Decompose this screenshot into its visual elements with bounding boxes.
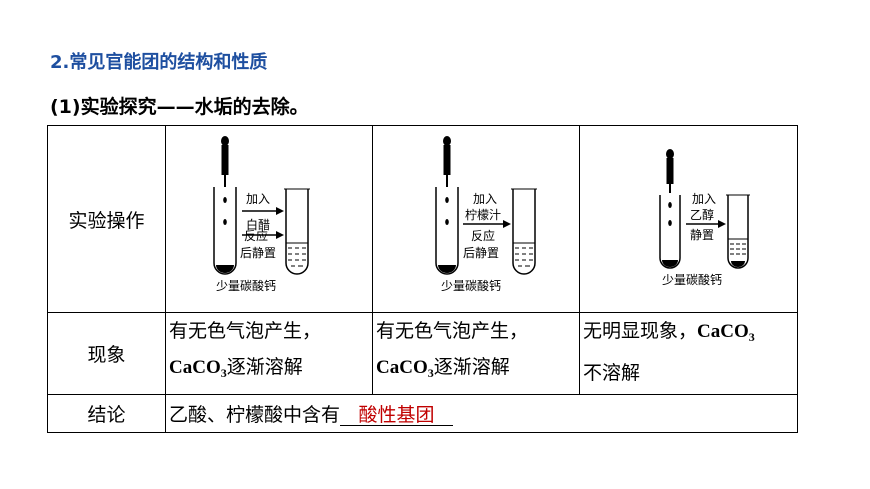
conclusion-row: 结论 乙酸、柠檬酸中含有酸性基团 xyxy=(47,394,798,433)
reagent-label-3b: 乙醇 xyxy=(690,207,714,222)
test-tube-diagram-2: 加入 柠檬汁 反应 后静置 少量碳酸钙 xyxy=(435,135,537,293)
experiment-1-diagram: 加入 白醋 反应 后静置 少量碳酸钙 xyxy=(165,125,373,313)
reagent-label-1b: 白醋 xyxy=(246,217,270,232)
phenomenon-3-line2: 不溶解 xyxy=(583,362,641,384)
phenomenon-3-line1: 无明显现象，CaCO3 xyxy=(583,320,755,344)
experiment-table: 实验操作 加入 白醋 反应 xyxy=(47,125,798,433)
phenomenon-1-line2: CaCO3逐渐溶解 xyxy=(169,356,303,380)
conclusion-cell: 乙酸、柠檬酸中含有酸性基团 xyxy=(165,394,798,433)
phenomenon-cell-3: 无明显现象，CaCO3 不溶解 xyxy=(579,312,798,395)
solid-label-3: 少量碳酸钙 xyxy=(662,272,722,287)
phenomenon-1-line1: 有无色气泡产生， xyxy=(169,320,322,342)
process-label-3a: 静置 xyxy=(690,228,714,242)
section-heading: 2.常见官能团的结构和性质 xyxy=(50,52,268,73)
dropper-icon xyxy=(666,148,674,193)
conclusion-answer-blank: 酸性基团 xyxy=(340,405,454,426)
solid-label-1: 少量碳酸钙 xyxy=(216,278,276,293)
test-tube-diagram-3: 加入 乙醇 静置 少量碳酸钙 xyxy=(659,148,750,287)
dropper-icon xyxy=(221,135,229,187)
chem-formula: CaCO3 xyxy=(697,321,755,344)
row-label-operation: 实验操作 xyxy=(47,125,166,313)
chem-formula: CaCO3 xyxy=(169,357,227,380)
process-label-2a: 反应 xyxy=(471,228,495,243)
phenomenon-row: 现象 有无色气泡产生， CaCO3逐渐溶解 有无色气泡产生， CaCO3逐渐溶解… xyxy=(47,312,798,395)
phenomenon-2-line1: 有无色气泡产生， xyxy=(376,320,529,342)
reagent-label-2b: 柠檬汁 xyxy=(465,207,501,222)
dropper-icon xyxy=(443,135,451,187)
phenomenon-2-line2: CaCO3逐渐溶解 xyxy=(376,356,510,380)
process-label-1b: 后静置 xyxy=(240,246,276,260)
reagent-label-3a: 加入 xyxy=(692,192,716,206)
reagent-label-1a: 加入 xyxy=(246,192,270,206)
phenomenon-cell-2: 有无色气泡产生， CaCO3逐渐溶解 xyxy=(372,312,580,395)
reagent-label-2a: 加入 xyxy=(473,192,497,206)
row-label-conclusion: 结论 xyxy=(47,394,166,433)
chem-formula: CaCO3 xyxy=(376,357,434,380)
subsection-heading: (1)实验探究——水垢的去除。 xyxy=(50,96,309,118)
phenomenon-cell-1: 有无色气泡产生， CaCO3逐渐溶解 xyxy=(165,312,373,395)
operation-row: 实验操作 加入 白醋 反应 xyxy=(47,125,798,313)
solid-label-2: 少量碳酸钙 xyxy=(441,278,501,293)
experiment-3-diagram: 加入 乙醇 静置 少量碳酸钙 xyxy=(579,125,798,313)
process-label-2b: 后静置 xyxy=(463,246,499,260)
conclusion-text: 乙酸、柠檬酸中含有 xyxy=(169,404,341,426)
row-label-phenomenon: 现象 xyxy=(47,312,166,395)
test-tube-diagram-1: 加入 白醋 反应 后静置 少量碳酸钙 xyxy=(213,135,310,293)
experiment-2-diagram: 加入 柠檬汁 反应 后静置 少量碳酸钙 xyxy=(372,125,580,313)
